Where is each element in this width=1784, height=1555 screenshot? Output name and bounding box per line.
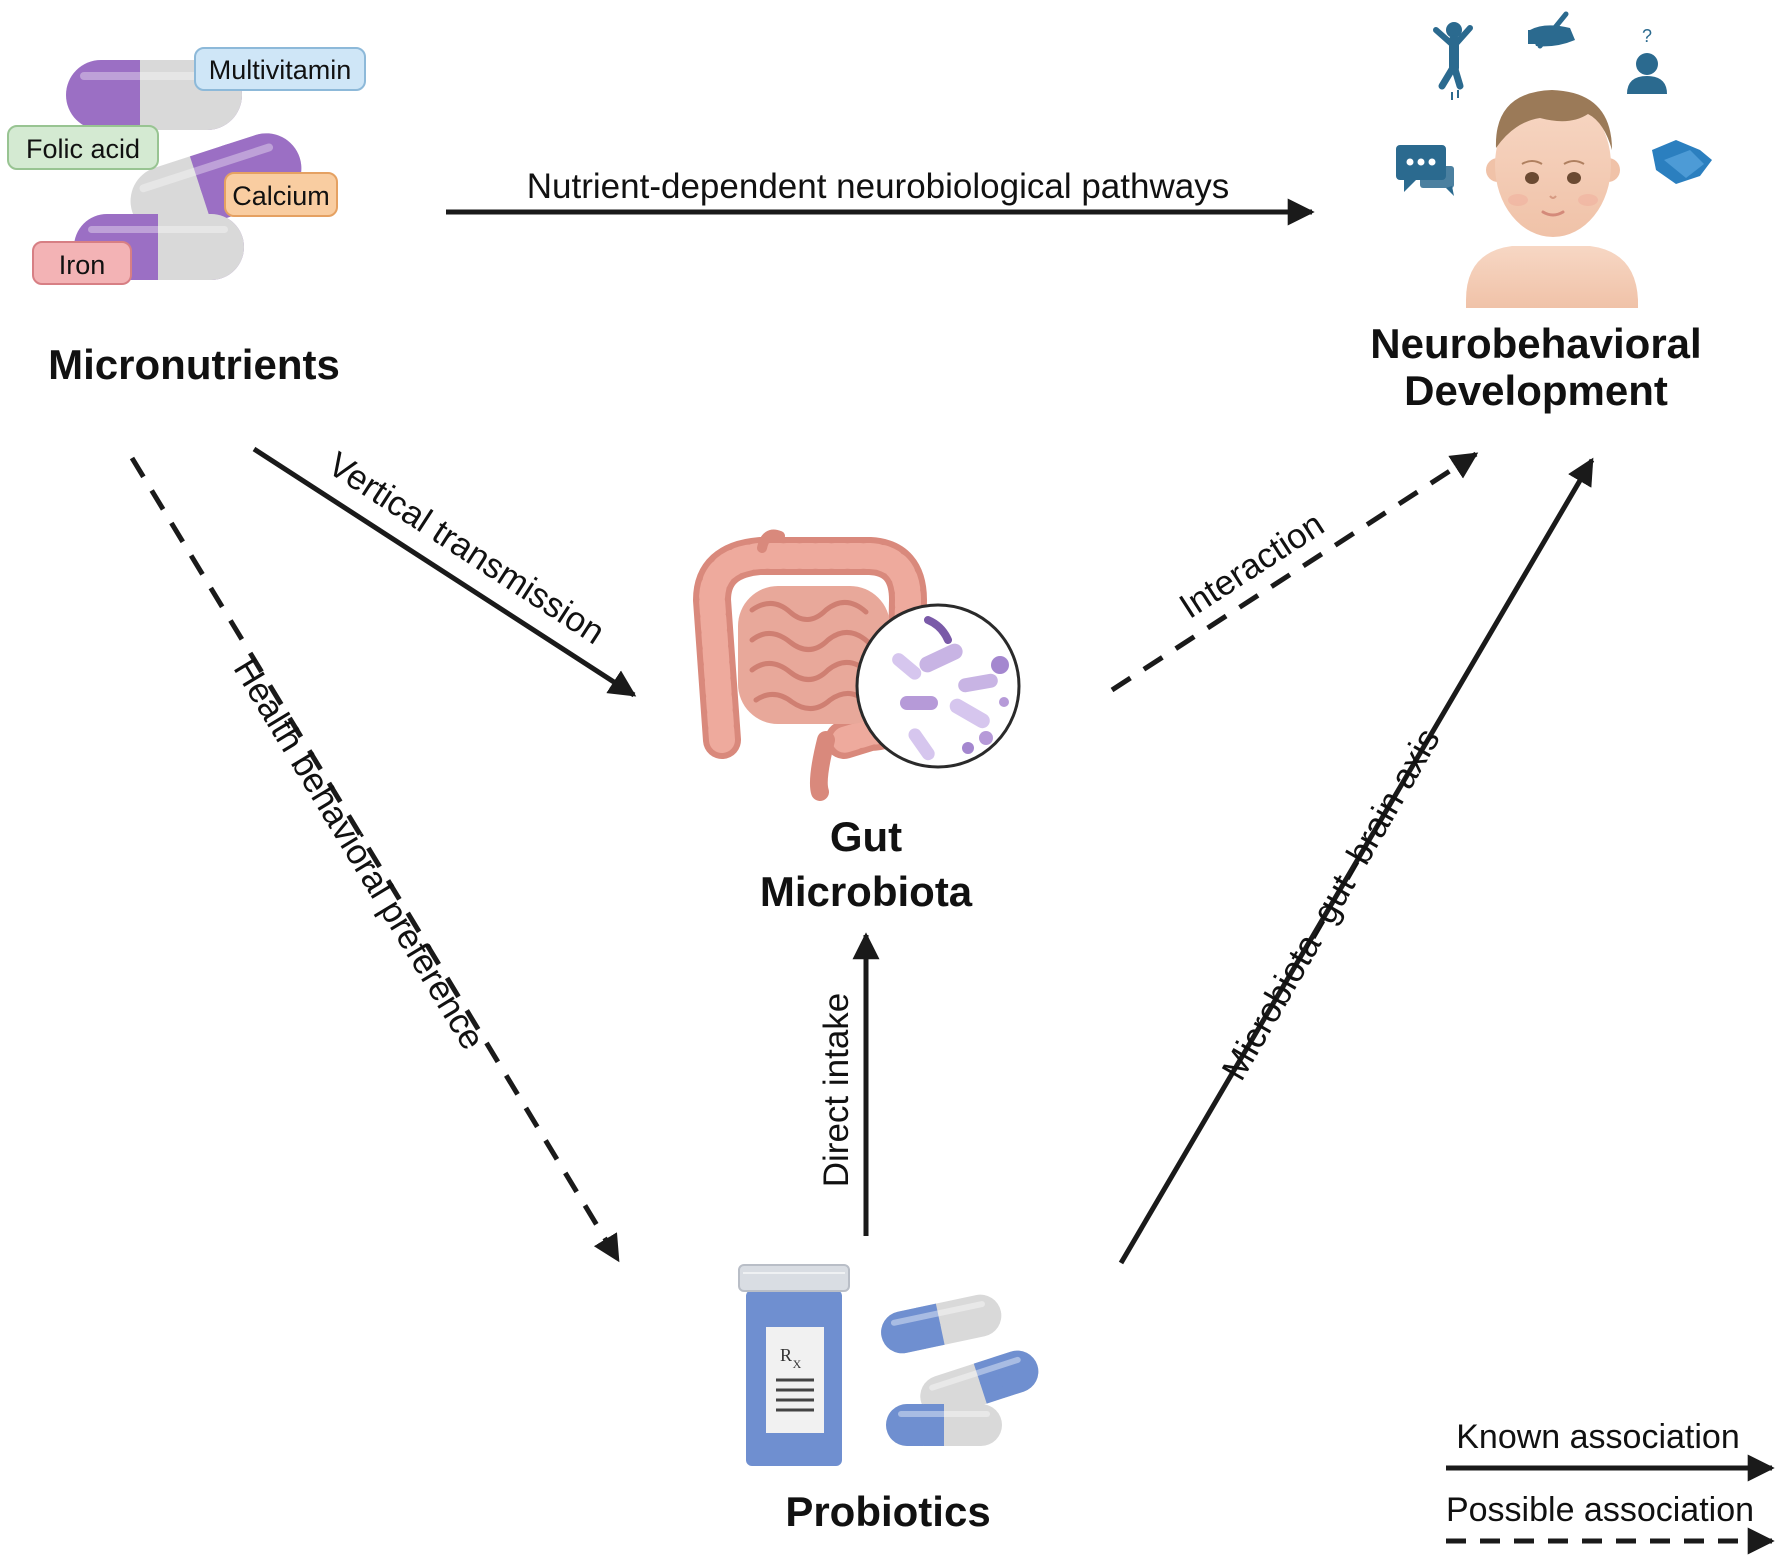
label-vertical-transmission: Vertical transmission	[321, 445, 611, 653]
probiotics-title: Probiotics	[785, 1488, 990, 1535]
handshake-icon	[1652, 140, 1712, 184]
legend-known-label: Known association	[1456, 1418, 1740, 1456]
person-question-icon: ?	[1627, 26, 1667, 94]
speech-bubbles-icon	[1396, 145, 1454, 196]
label-direct-intake: Direct intake	[817, 993, 856, 1188]
gut-title-line1: Gut	[830, 813, 902, 860]
arrow-interaction	[1110, 451, 1479, 693]
supplement-label: Folic acid	[26, 134, 140, 164]
arrow-vertical-transmission	[252, 446, 637, 698]
probiotics-node: R X Probiotics	[738, 1264, 1039, 1535]
capsule-icon	[74, 214, 244, 280]
supplement-label: Calcium	[232, 181, 330, 211]
neurobehavioral-title-line2: Development	[1404, 367, 1668, 414]
legend-possible-label: Possible association	[1446, 1491, 1754, 1529]
prescription-bottle-icon: R X	[738, 1264, 850, 1466]
legend: Known association Possible association	[1446, 1418, 1775, 1555]
supplement-tag-multivitamin: Multivitamin	[194, 47, 366, 91]
jumping-person-icon	[1433, 22, 1473, 100]
bacteria-magnifier-icon	[855, 603, 1021, 769]
arrow-health-behavioral	[129, 456, 621, 1263]
capsule-icon	[881, 1294, 1002, 1354]
label-microbiota-axis: Microbiota–gut–brain axis	[1214, 722, 1447, 1087]
label-health-behavioral: Health behavioral preference	[226, 652, 492, 1057]
supplement-tag-folic-acid: Folic acid	[7, 125, 159, 170]
micronutrients-node: Multivitamin Folic acid Calcium Iron Mic…	[7, 47, 366, 388]
neurobehavioral-title-line1: Neurobehavioral	[1370, 320, 1701, 367]
supplement-label: Iron	[59, 250, 106, 280]
capsule-icon	[886, 1404, 1002, 1446]
label-nutrient-pathways: Nutrient-dependent neurobiological pathw…	[527, 167, 1229, 206]
gut-title-line2: Microbiota	[760, 868, 973, 915]
supplement-tag-calcium: Calcium	[224, 172, 338, 217]
rx-symbol: R	[780, 1345, 792, 1365]
arrow-microbiota-axis	[1118, 457, 1595, 1265]
edges	[129, 198, 1595, 1265]
baby-icon	[1466, 90, 1638, 308]
micronutrients-title: Micronutrients	[48, 341, 340, 388]
capsule-icon	[920, 1350, 1039, 1418]
writing-hand-icon	[1528, 11, 1575, 49]
supplement-tag-iron: Iron	[32, 241, 132, 285]
rx-subscript: X	[793, 1357, 802, 1371]
svg-text:?: ?	[1642, 26, 1652, 46]
gut-node: Gut Microbiota	[693, 529, 1021, 915]
neurobehavioral-node: ?	[1370, 11, 1712, 414]
supplement-label: Multivitamin	[209, 55, 352, 85]
